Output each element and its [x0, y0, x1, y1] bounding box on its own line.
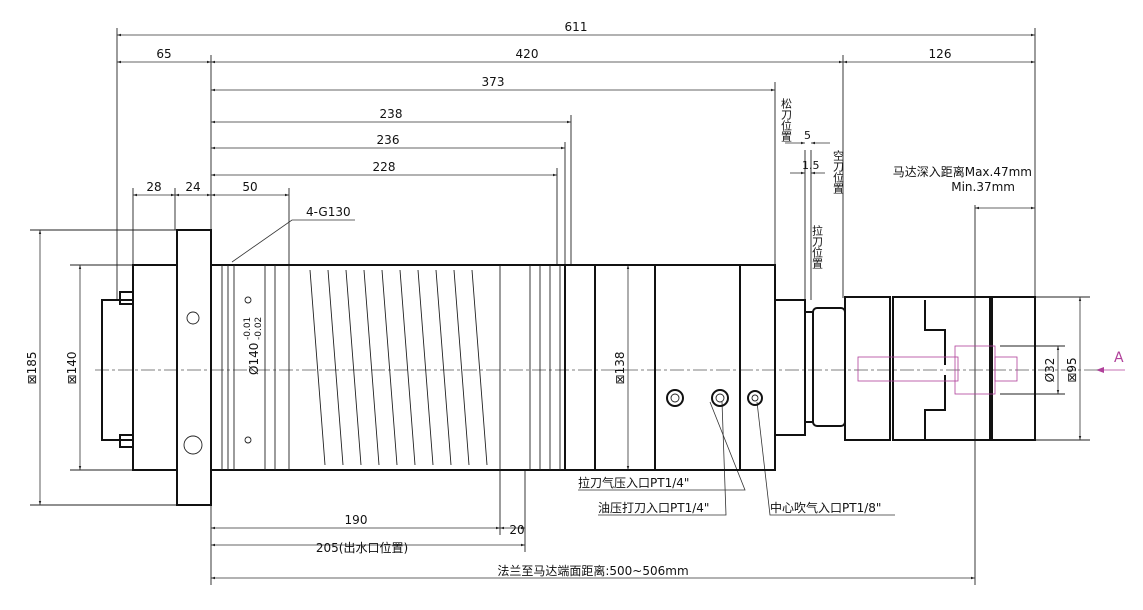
svg-text:拉刀气压入口PT1/4": 拉刀气压入口PT1/4": [578, 475, 689, 490]
svg-text:-0.02: -0.02: [254, 317, 264, 340]
svg-text:20: 20: [509, 523, 524, 537]
svg-text:190: 190: [345, 513, 368, 527]
svg-text:油压打刀入口PT1/4": 油压打刀入口PT1/4": [598, 501, 709, 515]
svg-text:⊠95: ⊠95: [1065, 357, 1079, 382]
svg-text:⊠140: ⊠140: [65, 352, 79, 385]
svg-text:236: 236: [377, 133, 400, 147]
svg-text:65: 65: [156, 47, 171, 61]
svg-text:5: 5: [804, 129, 811, 142]
port-holes: [666, 389, 763, 407]
svg-text:⊠185: ⊠185: [25, 352, 39, 385]
svg-text:空刀位置: 空刀位置: [832, 149, 845, 194]
extension-lines: [30, 28, 1090, 585]
dimension-lines: [38, 33, 1125, 580]
svg-text:Ø32: Ø32: [1043, 358, 1057, 383]
svg-text:420: 420: [516, 47, 539, 61]
label-texts: 松刀位置 空刀位置 拉刀位置 马达深入距离Max.47mm Min.37mm 拉…: [578, 97, 1124, 515]
svg-text:A: A: [1114, 350, 1124, 366]
spindle-body: [95, 229, 1100, 506]
svg-text:205(出水口位置): 205(出水口位置): [316, 540, 408, 555]
svg-text:611: 611: [565, 20, 588, 34]
dimension-texts: 611 65 420 126 373 238 236 228 28 24 50 …: [25, 20, 1079, 578]
svg-text:228: 228: [373, 160, 396, 174]
svg-text:1.5: 1.5: [802, 159, 820, 172]
helical-grooves: [309, 269, 488, 466]
svg-text:-0.01: -0.01: [243, 317, 253, 340]
svg-text:126: 126: [929, 47, 952, 61]
svg-text:中心吹气入口PT1/8": 中心吹气入口PT1/8": [770, 500, 881, 515]
svg-text:马达深入距离Max.47mm: 马达深入距离Max.47mm: [893, 164, 1032, 179]
svg-text:238: 238: [380, 107, 403, 121]
svg-text:373: 373: [482, 75, 505, 89]
svg-text:法兰至马达端面距离:500~506mm: 法兰至马达端面距离:500~506mm: [497, 563, 688, 578]
svg-text:Ø140: Ø140: [247, 343, 261, 375]
svg-text:⊠138: ⊠138: [613, 352, 627, 385]
svg-text:28: 28: [146, 180, 161, 194]
svg-text:24: 24: [185, 180, 200, 194]
svg-text:松刀位置: 松刀位置: [780, 97, 793, 142]
svg-text:Min.37mm: Min.37mm: [951, 180, 1015, 194]
svg-text:50: 50: [242, 180, 257, 194]
svg-text:4-G130: 4-G130: [306, 205, 351, 219]
svg-text:拉刀位置: 拉刀位置: [811, 224, 824, 269]
